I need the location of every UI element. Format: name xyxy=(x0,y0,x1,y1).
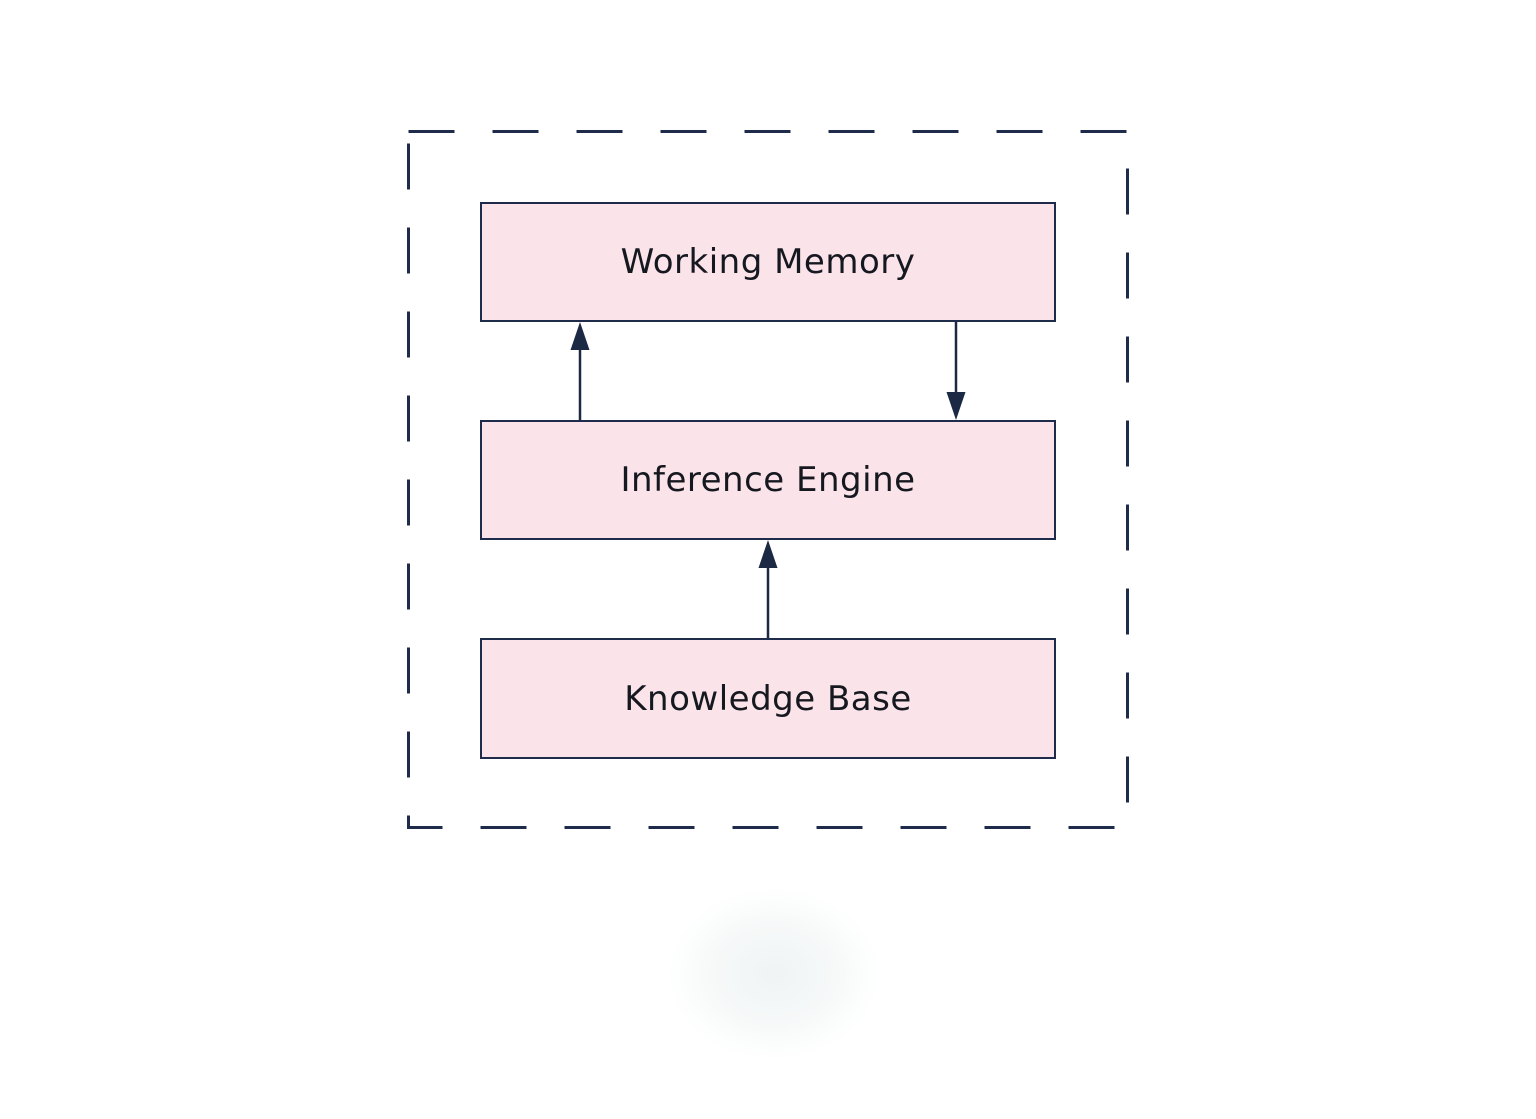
node-working-memory: Working Memory xyxy=(480,202,1056,322)
node-working-memory-label: Working Memory xyxy=(620,242,916,282)
node-inference-engine-label: Inference Engine xyxy=(620,460,916,500)
arrow-knowledge-base-to-inference xyxy=(758,540,778,638)
arrow-working-memory-to-inference xyxy=(946,322,966,420)
system-boundary-dashed-border xyxy=(407,130,1129,829)
node-inference-engine: Inference Engine xyxy=(480,420,1056,540)
arrow-inference-to-working-memory xyxy=(570,322,590,420)
node-knowledge-base-label: Knowledge Base xyxy=(624,678,912,719)
node-knowledge-base: Knowledge Base xyxy=(480,638,1056,759)
